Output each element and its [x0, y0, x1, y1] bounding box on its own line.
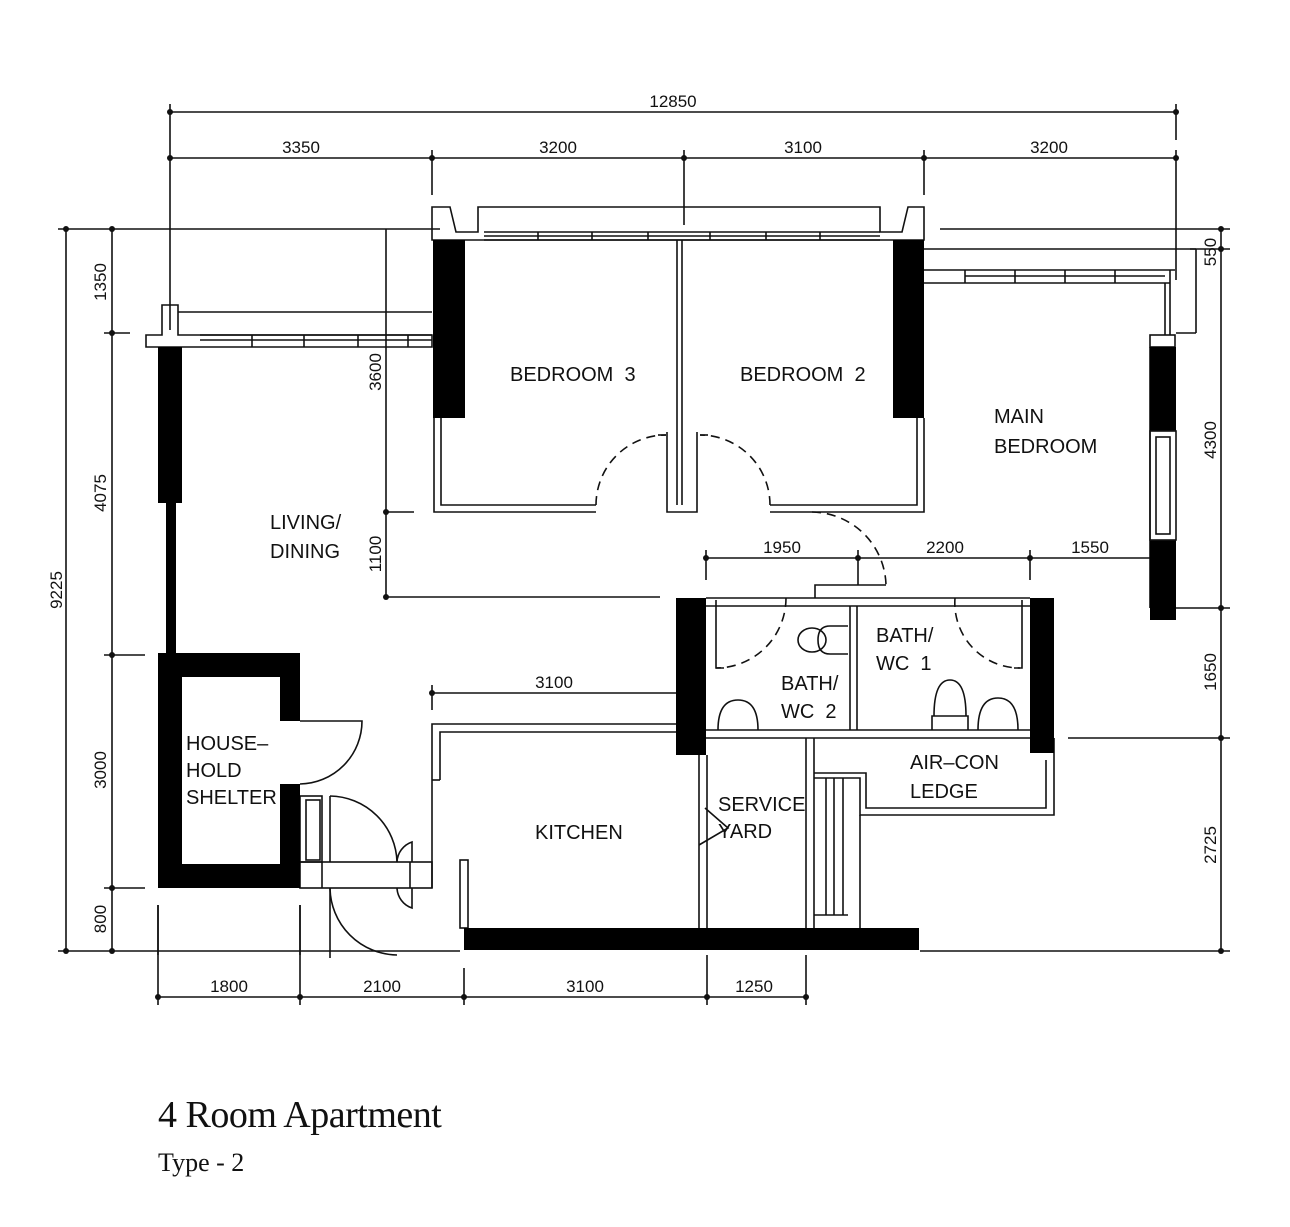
- dim-bottom-1: 1800: [210, 977, 248, 996]
- structural-walls: [158, 240, 1176, 950]
- plan-subtitle: Type - 2: [158, 1148, 245, 1177]
- label-aircon-2: LEDGE: [910, 781, 978, 803]
- door-swings: [595, 434, 1021, 669]
- right-dimension-lines: [920, 228, 1230, 952]
- dim-bath-3: 1550: [1071, 538, 1109, 557]
- dim-top-overall: 12850: [649, 92, 696, 111]
- dim-bath-1: 1950: [763, 538, 801, 557]
- label-shelter-2: HOLD: [186, 760, 242, 782]
- label-aircon-1: AIR–CON: [910, 752, 999, 774]
- dim-bath-2: 2200: [926, 538, 964, 557]
- label-service-yard-2: YARD: [718, 821, 772, 843]
- living-window: [145, 304, 433, 348]
- dim-top-4: 3200: [1030, 138, 1068, 157]
- dim-top-1: 3350: [282, 138, 320, 157]
- label-living-2: DINING: [270, 541, 340, 563]
- dim-right-1: 550: [1201, 238, 1220, 266]
- left-dimension-lines: [58, 228, 660, 952]
- dim-right-4: 2725: [1201, 826, 1220, 864]
- label-bedroom-2: BEDROOM 2: [740, 364, 866, 386]
- label-bedroom-3: BEDROOM 3: [510, 364, 636, 386]
- dim-kitchen: 3100: [535, 673, 573, 692]
- label-bath1-1: BATH/: [876, 625, 934, 647]
- label-bath2-1: BATH/: [781, 673, 839, 695]
- label-main-bedroom-1: MAIN: [994, 406, 1044, 428]
- bath-block: [706, 597, 1030, 739]
- dim-bottom-3: 3100: [566, 977, 604, 996]
- label-shelter-3: SHELTER: [186, 787, 277, 809]
- dim-right-2: 4300: [1201, 421, 1220, 459]
- dim-inner-3600: 3600: [366, 353, 385, 391]
- kitchen-walls: [431, 723, 1055, 928]
- dim-left-1: 1350: [91, 263, 110, 301]
- label-main-bedroom-2: BEDROOM: [994, 436, 1097, 458]
- label-living-1: LIVING/: [270, 512, 342, 534]
- main-bedroom-window: [924, 248, 1197, 348]
- dim-inner-1100: 1100: [366, 536, 385, 573]
- top-window-ledge: [431, 206, 925, 241]
- label-shelter-1: HOUSE–: [186, 733, 269, 755]
- dim-left-overall: 9225: [47, 571, 66, 609]
- dim-bottom-4: 1250: [735, 977, 773, 996]
- top-dimension-lines: [169, 104, 1177, 330]
- dim-left-3: 3000: [91, 751, 110, 789]
- dim-bottom-2: 2100: [363, 977, 401, 996]
- entrance-doors: [299, 720, 469, 958]
- dim-left-2: 4075: [91, 474, 110, 512]
- dim-top-2: 3200: [539, 138, 577, 157]
- label-bath2-2: WC 2: [781, 701, 837, 723]
- dim-left-4: 800: [91, 905, 110, 933]
- bottom-dimension-lines: [157, 905, 807, 1005]
- dim-top-3: 3100: [784, 138, 822, 157]
- label-service-yard-1: SERVICE: [718, 794, 805, 816]
- label-kitchen: KITCHEN: [535, 822, 623, 844]
- plan-title: 4 Room Apartment: [158, 1094, 442, 1136]
- label-bath1-2: WC 1: [876, 653, 932, 675]
- dim-right-3: 1650: [1201, 653, 1220, 691]
